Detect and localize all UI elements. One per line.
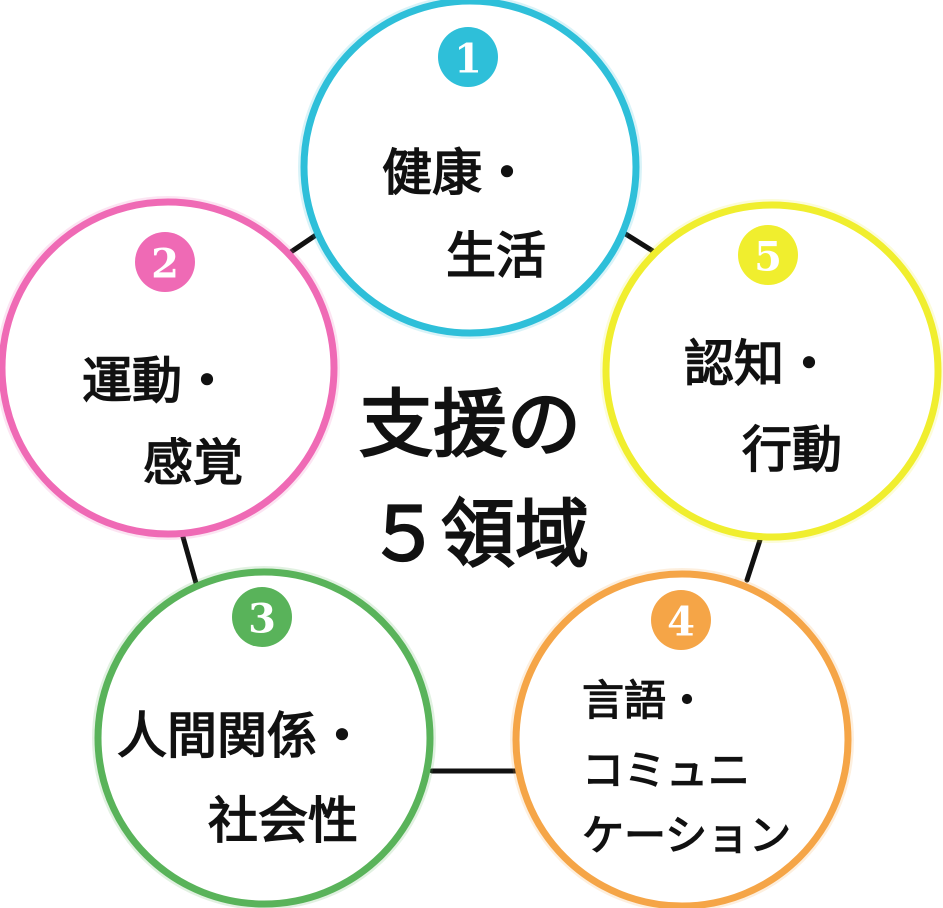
badge-2 [135,232,195,292]
domain-circle-1: 1 健康・ 生活 [298,0,642,339]
domain-4-label-line1: 言語・ [582,676,708,725]
domain-circle-2: 2 運動・ 感覚 [0,196,340,540]
circle-2-ring [0,198,338,538]
domain-3-label-line1: 人間関係・ [117,707,367,765]
domain-1-label-line1: 健康・ [382,144,532,202]
domain-circle-4: 4 言語・ コミュニ ケーション [510,568,854,908]
badge-3-number: 3 [248,596,276,643]
domain-1-label-line2: 生活 [446,227,546,285]
badge-5-number: 5 [754,234,782,281]
badge-5 [738,225,798,285]
circle-5-ring [602,201,942,541]
connector-2-3 [180,534,199,586]
domain-5-label-line2: 行動 [742,421,842,479]
domain-5-label-line1: 認知・ [684,335,834,393]
badge-4-number: 4 [667,599,695,646]
center-title-line1: 支援の [359,382,581,468]
badge-1-number: 1 [454,36,482,83]
domain-3-label-line2: 社会性 [208,792,358,850]
circle-3-ring [94,568,434,908]
domain-4-label-line3: ケーション [582,811,791,860]
domain-4-label-line2: コミュニ [582,746,750,795]
connector-5-4 [744,537,763,583]
badge-4 [651,590,711,650]
domain-circle-5: 5 認知・ 行動 [600,199,943,543]
circle-1-ring [300,0,640,337]
domain-circle-3: 3 人間関係・ 社会性 [92,566,436,908]
domain-2-label-line2: 感覚 [143,434,243,492]
center-title-line2: ５領域 [367,492,589,578]
domain-2-label-line1: 運動・ [82,352,232,410]
badge-1 [438,27,498,87]
circle-4-ring [512,570,852,908]
badge-3 [232,587,292,647]
connector-1-5 [621,230,659,256]
badge-2-number: 2 [151,241,179,288]
